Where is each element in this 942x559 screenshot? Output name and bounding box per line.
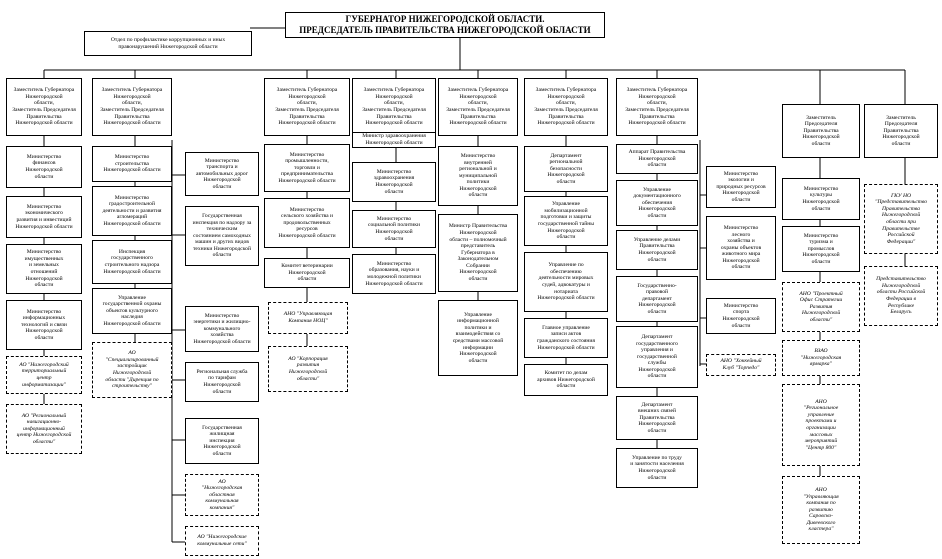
ao-communal-company-box: АО "Нижегородская областная коммунальная… <box>185 474 259 516</box>
deputy-governor-box-2: Заместитель Губернатора Нижегородской об… <box>92 78 172 136</box>
gku-representation-moscow-box: ГКУ НО "Представительство Правительства … <box>864 184 938 254</box>
tariff-service-box: Региональная служба по тарифам Нижегород… <box>185 362 259 402</box>
government-apparatus-box: Аппарат Правительства Нижегородской обла… <box>616 144 698 174</box>
ministry-property-box: Министерство имущественных и земельных о… <box>6 244 82 294</box>
deputy-governor-box-6: Заместитель Губернатора Нижегородской об… <box>438 78 518 136</box>
deputy-chairman-box-11: Заместитель Председателя Правительства Н… <box>864 104 938 158</box>
ministry-culture-box: Министерство культуры Нижегородской обла… <box>782 178 860 220</box>
deputy-governor-box-5: Заместитель Губернатора Нижегородской об… <box>352 78 436 136</box>
deputy-governor-box-4: Заместитель Губернатора Нижегородской об… <box>264 78 350 136</box>
ministry-social-policy-box: Министерство социальной политики Нижегор… <box>352 210 436 248</box>
ao-navigation-center-box: АО "Региональный навигационно- информаци… <box>6 404 82 454</box>
ministry-sport-box: Министерство спорта Нижегородской област… <box>706 298 776 334</box>
ministry-internal-policy-box: Министерство внутренней региональной и м… <box>438 146 518 206</box>
ministry-forestry-box: Министерство лесного хозяйства и охраны … <box>706 216 776 280</box>
construction-inspection-box: Инспекция государственного строительного… <box>92 240 172 284</box>
ministry-ecology-box: Министерство экологии и природных ресурс… <box>706 166 776 208</box>
vzao-fair-box: ВЗАО "Нижегородская ярмарка" <box>782 340 860 376</box>
ministry-health-box: Министерство здравоохранения Нижегородск… <box>352 162 436 202</box>
ano-strategy-office-box: АНО "Проектный Офис Стратегии Развития Н… <box>782 282 860 332</box>
representation-belarus-box: Представительство Нижегородской области … <box>864 266 938 326</box>
ministry-tourism-box: Министерство туризма и промыслов Нижегор… <box>782 226 860 272</box>
ministry-construction-box: Министерство строительства Нижегородской… <box>92 146 172 182</box>
ministry-finance-box: Министерство финансов Нижегородской обла… <box>6 146 82 188</box>
veterinary-committee-box: Комитет ветеринарии Нижегородской област… <box>264 258 350 288</box>
ministry-education-box: Министерство образования, науки и молоде… <box>352 254 436 294</box>
machinery-inspection-box: Государственная инспекция по надзору за … <box>185 206 259 266</box>
ao-development-corporation-box: АО "Корпорация развития Нижегородской об… <box>268 346 348 392</box>
documentation-support-box: Управление документационного обеспечения… <box>616 180 698 226</box>
governor-box: ГУБЕРНАТОР НИЖЕГОРОДСКОЙ ОБЛАСТИ. ПРЕДСЕ… <box>285 12 605 38</box>
judges-support-box: Управление по обеспечению деятельности м… <box>524 252 608 312</box>
legal-department-box: Государственно- правовой департамент Ниж… <box>616 276 698 322</box>
ao-communal-networks-box: АО "Нижегородские коммунальные сети" <box>185 526 259 556</box>
ano-noc-box: АНО "Управляющая Компания НОЦ" <box>268 302 348 334</box>
ano-center-800-box: АНО "Региональное управление проектами и… <box>782 384 860 466</box>
public-service-department-box: Департамент государственного управления … <box>616 326 698 388</box>
labour-employment-box: Управление по труду и занятости населени… <box>616 448 698 488</box>
ministry-energy-box: Министерство энергетики и жилищно- комму… <box>185 306 259 352</box>
information-policy-box: Управление информационной политики и вза… <box>438 300 518 376</box>
ministry-transport-box: Министерство транспорта и автомобильных … <box>185 152 259 196</box>
minister-legislative-rep-box: Министр Правительства Нижегородской обла… <box>438 214 518 292</box>
regional-security-box: Департамент региональной безопасности Ни… <box>524 146 608 192</box>
ministry-urban-planning-box: Министерство градостроительной деятельно… <box>92 186 172 236</box>
ano-sarov-diveevo-box: АНО "Управляющая компания по развитию Са… <box>782 476 860 544</box>
ao-construction-directorate-box: АО "Специализированный застройщик Нижего… <box>92 342 172 398</box>
deputy-governor-box-1: Заместитель Губернатора Нижегородской об… <box>6 78 82 136</box>
deputy-chairman-box-10: Заместитель Председателя Правительства Н… <box>782 104 860 158</box>
ministry-agriculture-box: Министерство сельского хозяйства и продо… <box>264 198 350 248</box>
foreign-relations-box: Департамент внешних связей Правительства… <box>616 396 698 440</box>
ministry-industry-box: Министерство промышленности, торговли и … <box>264 144 350 192</box>
archives-committee-box: Комитет по делам архивов Нижегородской о… <box>524 364 608 396</box>
mobilization-box: Управление мобилизационной подготовки и … <box>524 196 608 246</box>
deputy-governor-box-7: Заместитель Губернатора Нижегородской об… <box>524 78 608 136</box>
affairs-management-box: Управление делами Правительства Нижегоро… <box>616 230 698 270</box>
ministry-it-box: Министерство информационных технологий и… <box>6 300 82 350</box>
deputy-governor-box-8: Заместитель Губернатора Нижегородской об… <box>616 78 698 136</box>
anticorruption-department-box: Отдел по профилактике коррупционных и ин… <box>84 31 252 56</box>
cultural-heritage-box: Управление государственной охраны объект… <box>92 288 172 334</box>
civil-registry-box: Главное управление записи актов гражданс… <box>524 318 608 358</box>
housing-inspection-box: Государственная жилищная инспекция Нижег… <box>185 418 259 464</box>
health-minister-box: Министр здравоохранения Нижегородской об… <box>352 132 436 148</box>
ao-informatization-center-box: АО "Нижегородский территориальный центр … <box>6 356 82 394</box>
ministry-economic-development-box: Министерство экономического развития и и… <box>6 196 82 238</box>
ano-hockey-club-box: АНО "Хоккейный Клуб "Торпедо" <box>706 354 776 376</box>
